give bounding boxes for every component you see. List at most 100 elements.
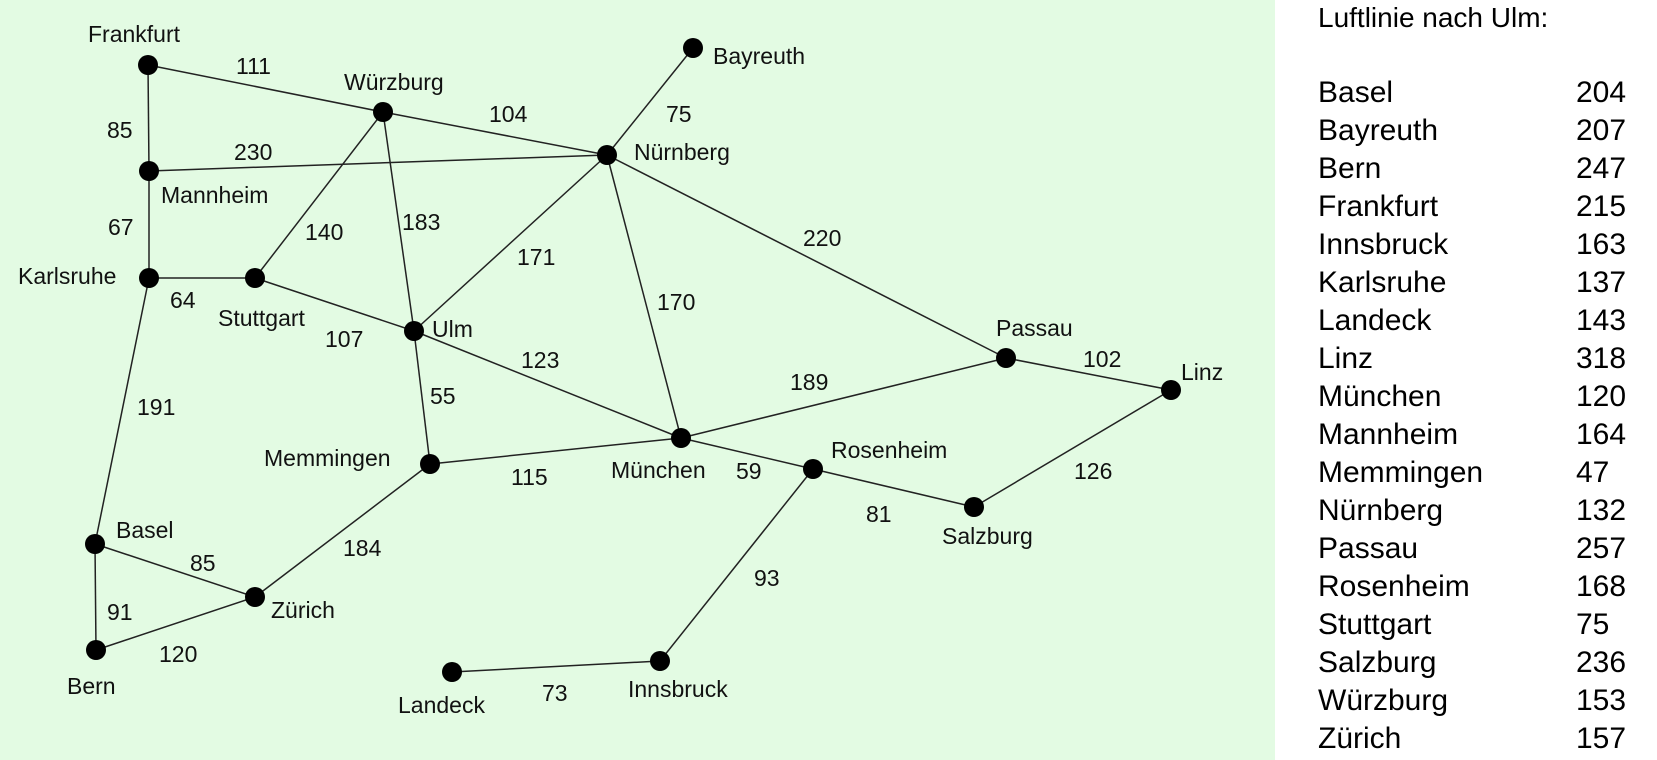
city-node-karlsruhe — [139, 268, 159, 288]
distance-value: 153 — [1576, 684, 1627, 717]
city-label-karlsruhe: Karlsruhe — [18, 263, 116, 289]
road-distance-label: 126 — [1074, 458, 1112, 484]
road-rosenheim-innsbruck — [659, 468, 814, 662]
distance-row: München 120 — [1318, 378, 1626, 416]
road-karlsruhe-basel — [94, 277, 150, 545]
city-node-memmingen — [420, 454, 440, 474]
city-node-landeck — [442, 662, 462, 682]
road-distance-label: 75 — [666, 101, 692, 127]
distance-city: München — [1318, 380, 1442, 413]
city-label-frankfurt: Frankfurt — [88, 21, 181, 47]
cities-layer — [85, 38, 1181, 682]
city-label-bayreuth: Bayreuth — [713, 43, 805, 69]
city-node-linz — [1161, 380, 1181, 400]
road-basel-zuerich — [94, 543, 256, 598]
road-distance-label: 91 — [107, 599, 133, 625]
road-distance-label: 140 — [305, 219, 343, 245]
city-label-mannheim: Mannheim — [161, 182, 268, 208]
distance-title: Luftlinie nach Ulm: — [1318, 2, 1549, 33]
road-distance-label: 123 — [521, 347, 559, 373]
city-label-salzburg: Salzburg — [942, 523, 1033, 549]
distance-value: 47 — [1576, 456, 1610, 489]
city-label-wuerzburg: Würzburg — [344, 69, 444, 95]
road-passau-linz — [1005, 357, 1172, 391]
city-label-memmingen: Memmingen — [264, 445, 391, 471]
road-distance-label: 191 — [137, 394, 175, 420]
road-distance-label: 170 — [657, 289, 695, 315]
road-memmingen-muenchen — [429, 437, 682, 465]
distance-city: Basel — [1318, 76, 1394, 109]
distance-city: Passau — [1318, 532, 1419, 565]
distance-row: Linz 318 — [1318, 340, 1626, 378]
road-distance-label: 55 — [430, 383, 456, 409]
distance-value: 204 — [1576, 76, 1627, 109]
distance-city: Würzburg — [1318, 684, 1449, 717]
city-label-basel: Basel — [116, 517, 174, 543]
city-node-innsbruck — [650, 651, 670, 671]
distance-city: Zürich — [1318, 722, 1402, 755]
distance-value: 157 — [1576, 722, 1627, 755]
road-distance-label: 59 — [736, 458, 762, 484]
road-distance-label: 107 — [325, 326, 363, 352]
distance-value: 163 — [1576, 228, 1627, 261]
distance-value: 143 — [1576, 304, 1627, 337]
road-wuerzburg-ulm — [382, 111, 415, 332]
road-memmingen-zuerich — [254, 463, 431, 598]
city-label-ulm: Ulm — [432, 316, 473, 342]
distance-city: Karlsruhe — [1318, 266, 1447, 299]
road-distance-label: 115 — [511, 464, 548, 490]
road-ulm-muenchen — [413, 330, 682, 439]
distance-city: Frankfurt — [1318, 190, 1439, 223]
road-distance-label: 64 — [170, 287, 196, 313]
road-distance-label: 111 — [236, 53, 271, 79]
city-node-rosenheim — [803, 459, 823, 479]
distance-row: Passau 257 — [1318, 530, 1626, 568]
distance-value: 164 — [1576, 418, 1627, 451]
city-node-wuerzburg — [373, 102, 393, 122]
road-wuerzburg-stuttgart — [254, 111, 384, 279]
distance-city: Linz — [1318, 342, 1374, 375]
distance-value: 247 — [1576, 152, 1627, 185]
city-label-nuernberg: Nürnberg — [634, 139, 730, 165]
city-node-zuerich — [245, 587, 265, 607]
city-label-landeck: Landeck — [398, 692, 485, 718]
city-label-muenchen: München — [611, 457, 706, 483]
road-distance-label: 73 — [542, 680, 568, 706]
road-distance-label: 184 — [343, 535, 382, 561]
road-nuernberg-passau — [606, 154, 1007, 359]
distance-value: 257 — [1576, 532, 1627, 565]
distance-value: 236 — [1576, 646, 1627, 679]
road-muenchen-passau — [680, 357, 1007, 439]
road-distance-label: 102 — [1083, 346, 1121, 372]
distance-city: Memmingen — [1318, 456, 1484, 489]
road-bayreuth-nuernberg — [606, 47, 694, 156]
city-node-bern — [86, 640, 106, 660]
road-distance-label: 81 — [866, 501, 892, 527]
city-label-innsbruck: Innsbruck — [628, 676, 728, 702]
distance-value: 318 — [1576, 342, 1627, 375]
distance-row: Nürnberg 132 — [1318, 492, 1626, 530]
road-muenchen-rosenheim — [680, 437, 814, 470]
road-distance-label: 171 — [517, 244, 555, 270]
road-distance-label: 104 — [489, 101, 528, 127]
road-distance-label: 67 — [108, 214, 134, 240]
road-distance-label: 230 — [234, 139, 272, 165]
city-node-salzburg — [964, 497, 984, 517]
distance-city: Nürnberg — [1318, 494, 1444, 527]
city-label-rosenheim: Rosenheim — [831, 437, 947, 463]
city-label-passau: Passau — [996, 315, 1073, 341]
distance-value: 120 — [1576, 380, 1627, 413]
road-distance-label: 183 — [402, 209, 440, 235]
distance-value: 132 — [1576, 494, 1627, 527]
